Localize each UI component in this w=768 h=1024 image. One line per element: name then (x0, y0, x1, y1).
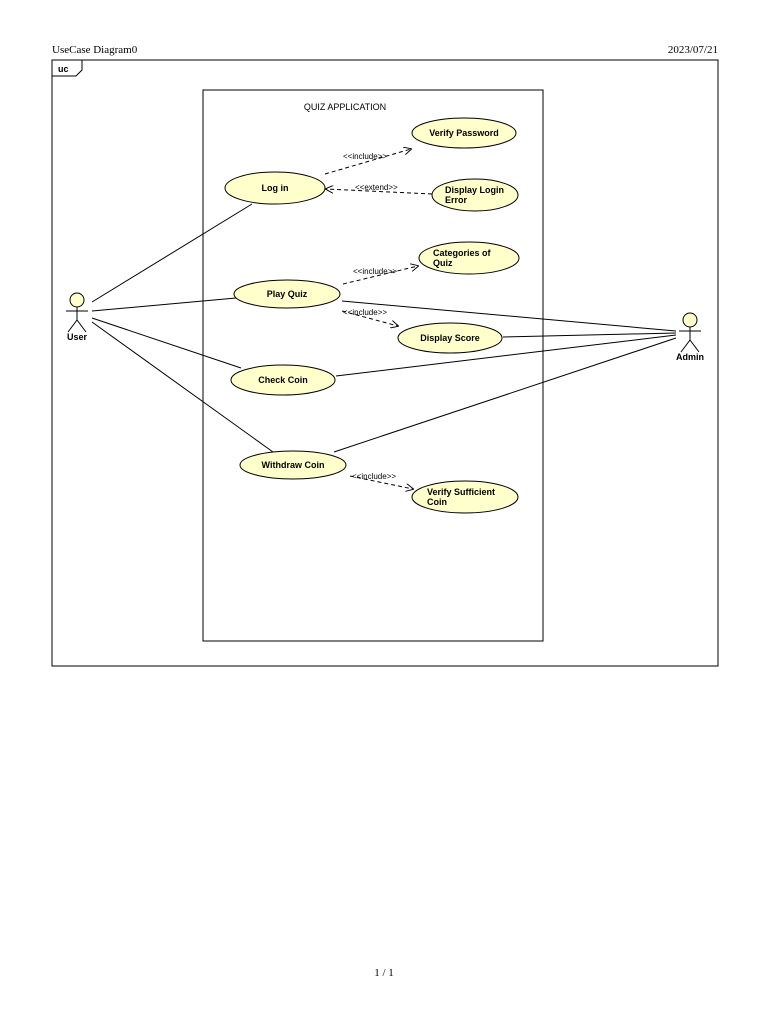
usecase-check-coin[interactable] (230, 364, 336, 396)
usecase-verify-sufficient-coin[interactable] (411, 480, 519, 514)
actor-admin-label: Admin (676, 352, 704, 362)
usecase-label-log-in: Log in (262, 183, 289, 193)
usecase-label-display-login-error-2: Error (445, 195, 468, 205)
actor-user-icon[interactable] (66, 292, 88, 333)
assoc-user-login (91, 203, 253, 303)
include-login-verify (324, 149, 411, 175)
include-withdraw-verify (349, 475, 413, 489)
assoc-admin-checkcoin (335, 334, 677, 377)
use-cases (224, 117, 520, 514)
actor-user-label: User (67, 332, 88, 342)
assoc-user-playquiz (91, 297, 237, 312)
include-play-categories (342, 266, 418, 285)
usecase-log-in[interactable] (224, 171, 326, 205)
frame-tag-label: uc (58, 64, 69, 74)
assoc-admin-withdraw (333, 337, 677, 453)
extend-error-login (326, 189, 433, 195)
usecase-display-score[interactable] (397, 322, 503, 354)
actor-admin-icon[interactable] (679, 312, 701, 353)
document-title: UseCase Diagram0 (52, 44, 138, 56)
usecase-display-login-error[interactable] (431, 178, 519, 212)
usecase-label-categories-2: Quiz (433, 258, 453, 268)
frame-tag-box (52, 60, 83, 77)
usecase-label-display-score: Display Score (420, 333, 480, 343)
label-include-login-verify: <<include>> (343, 152, 387, 161)
usecase-label-categories-1: Categories of (433, 248, 492, 258)
diagram-frame (51, 59, 719, 667)
usecase-label-verify-sufficient-1: Verify Sufficient (427, 487, 495, 497)
admin-associations (333, 300, 677, 453)
system-title: QUIZ APPLICATION (304, 102, 386, 112)
usecase-label-play-quiz: Play Quiz (267, 289, 308, 299)
assoc-admin-playquiz (341, 300, 677, 332)
usecase-categories-of-quiz[interactable] (418, 241, 520, 275)
user-associations (91, 203, 274, 453)
usecase-label-display-login-error-1: Display Login (445, 185, 504, 195)
label-include-play-score: <<include>> (343, 308, 387, 317)
assoc-user-withdraw (91, 321, 274, 453)
usecase-label-verify-password: Verify Password (429, 128, 499, 138)
label-include-withdraw-verify: <<include>> (352, 472, 396, 481)
page-number: 1 / 1 (374, 967, 394, 979)
assoc-admin-score (502, 332, 677, 338)
assoc-user-checkcoin (91, 317, 242, 369)
usecase-label-withdraw-coin: Withdraw Coin (262, 460, 325, 470)
document-date: 2023/07/21 (667, 44, 718, 56)
usecase-label-verify-sufficient-2: Coin (427, 497, 447, 507)
label-extend-error-login: <<extend>> (355, 183, 398, 192)
dependencies (324, 149, 433, 489)
system-boundary (202, 89, 544, 642)
usecase-play-quiz[interactable] (233, 279, 341, 309)
usecase-withdraw-coin[interactable] (239, 450, 347, 480)
label-include-play-categories: <<include>> (353, 267, 397, 276)
usecase-label-check-coin: Check Coin (258, 375, 308, 385)
usecase-verify-password[interactable] (411, 117, 517, 149)
include-play-score (341, 310, 398, 326)
